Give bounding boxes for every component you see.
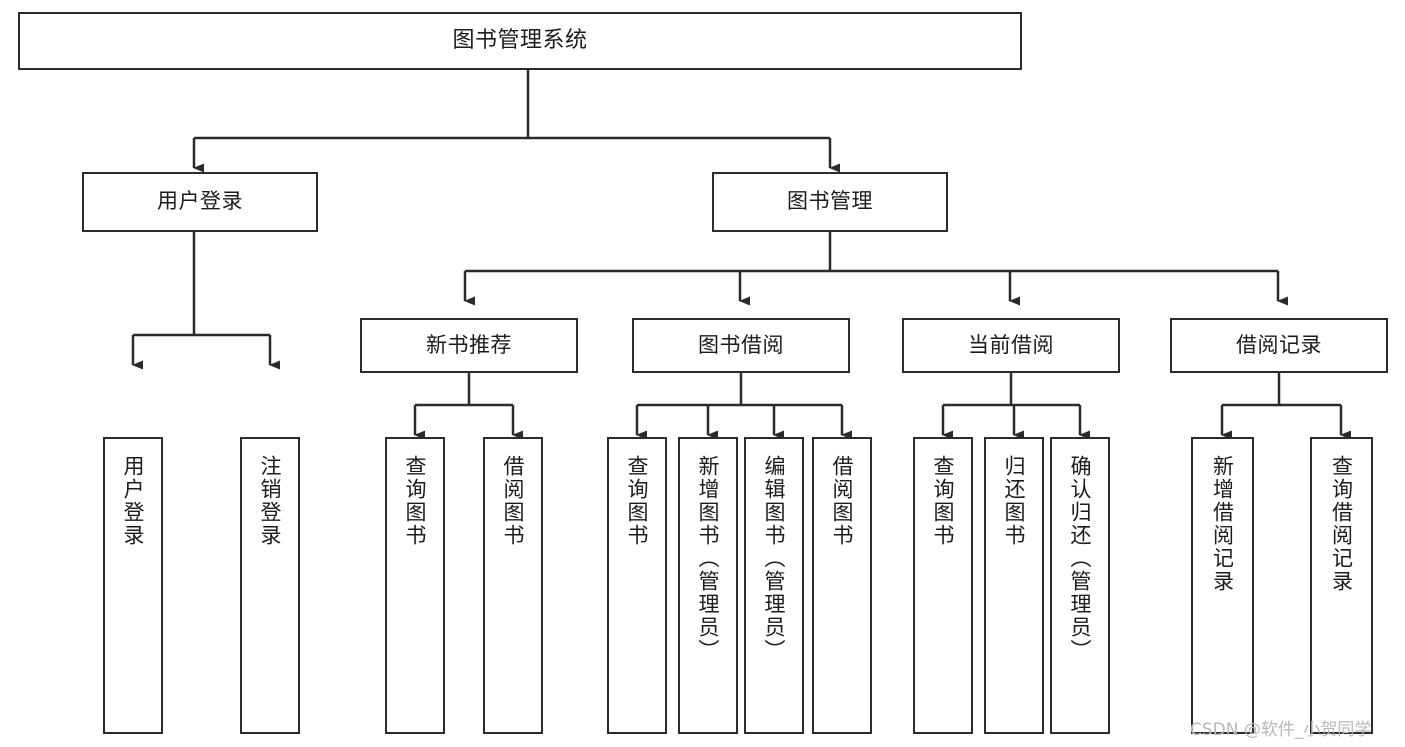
node-leaf-confirm-return[interactable]: 确认归还（管理员） [1050,437,1110,734]
node-label-new-book-recommend: 新书推荐 [426,332,512,357]
node-leaf-borrow-book-1[interactable]: 借阅图书 [483,437,543,734]
node-current-borrow[interactable]: 当前借阅 [902,318,1120,373]
node-label-leaf-return-book: 归还图书 [1002,455,1027,547]
node-label-borrow-records: 借阅记录 [1236,332,1322,357]
node-label-leaf-confirm-return: 确认归还（管理员） [1068,455,1093,662]
node-label-book-management: 图书管理 [787,189,873,214]
node-label-leaf-borrow-book-2: 借阅图书 [830,455,855,547]
node-user-login[interactable]: 用户登录 [82,172,318,232]
node-leaf-add-book[interactable]: 新增图书（管理员） [678,437,738,734]
node-label-current-borrow: 当前借阅 [968,332,1054,357]
node-leaf-user-login[interactable]: 用户登录 [103,437,163,734]
node-label-root: 图书管理系统 [452,27,588,53]
node-book-management[interactable]: 图书管理 [712,172,948,232]
node-label-leaf-add-borrow-record: 新增借阅记录 [1210,455,1235,593]
node-label-leaf-query-book-1: 查询图书 [403,455,428,547]
node-label-leaf-edit-book: 编辑图书（管理员） [762,455,787,662]
node-book-borrow[interactable]: 图书借阅 [632,318,850,373]
node-borrow-records[interactable]: 借阅记录 [1170,318,1388,373]
node-label-leaf-logout: 注销登录 [258,455,283,547]
node-leaf-query-borrow-record[interactable]: 查询借阅记录 [1310,437,1373,734]
node-label-leaf-query-book-3: 查询图书 [931,455,956,547]
tree-connectors [131,70,1351,440]
node-leaf-borrow-book-2[interactable]: 借阅图书 [812,437,872,734]
node-leaf-edit-book[interactable]: 编辑图书（管理员） [744,437,804,734]
node-leaf-return-book[interactable]: 归还图书 [984,437,1044,734]
node-leaf-logout[interactable]: 注销登录 [240,437,300,734]
node-new-book-recommend[interactable]: 新书推荐 [360,318,578,373]
node-label-leaf-query-borrow-record: 查询借阅记录 [1329,455,1354,593]
node-label-book-borrow: 图书借阅 [698,332,784,357]
node-leaf-query-book-1[interactable]: 查询图书 [385,437,445,734]
node-root[interactable]: 图书管理系统 [18,12,1022,70]
node-label-leaf-borrow-book-1: 借阅图书 [501,455,526,547]
node-label-user-login: 用户登录 [157,189,243,214]
node-label-leaf-user-login: 用户登录 [121,455,146,547]
node-label-leaf-add-book: 新增图书（管理员） [696,455,721,662]
node-leaf-query-book-2[interactable]: 查询图书 [607,437,667,734]
node-label-leaf-query-book-2: 查询图书 [625,455,650,547]
node-leaf-add-borrow-record[interactable]: 新增借阅记录 [1191,437,1254,734]
node-leaf-query-book-3[interactable]: 查询图书 [913,437,973,734]
